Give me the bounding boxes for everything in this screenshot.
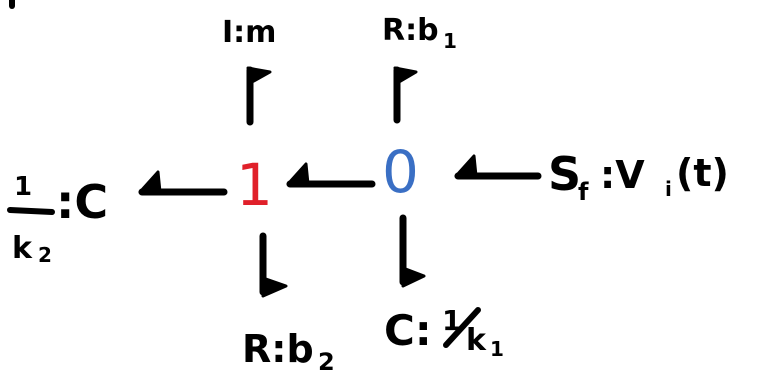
bond-zero-to-one (286, 162, 376, 188)
compliance-left-label: :C (56, 175, 108, 229)
compliance-bottom-fraction-slash (443, 307, 481, 348)
half-arrow-head (401, 266, 426, 288)
half-arrow-head (286, 162, 310, 186)
inertia-element: I:m (222, 15, 276, 50)
compliance-bottom-denominator-subscript: 1 (490, 337, 504, 361)
source-variable-subscript: i (665, 177, 672, 201)
bond-one-to-inertia (246, 66, 272, 126)
flow-source-element: S f :V i (t) (548, 147, 729, 206)
compliance-left-element: 1 k 2 :C (7, 172, 108, 267)
inertia-label: I:m (222, 15, 276, 50)
compliance-bottom-numerator: 1 (442, 304, 461, 337)
half-arrow-head (138, 170, 162, 194)
source-variable: :V (600, 153, 645, 197)
source-label: S (548, 147, 581, 201)
source-argument: (t) (676, 151, 729, 195)
compliance-left-denominator: k (12, 231, 33, 266)
compliance-left-denominator-subscript: 2 (38, 243, 52, 267)
half-arrow-head (454, 154, 478, 178)
bond-zero-to-compliance-bottom (399, 214, 426, 288)
compliance-left-numerator: 1 (14, 172, 32, 202)
compliance-bottom-element: C: 1 k 1 (384, 304, 504, 361)
damper-top-element: R:b 1 (382, 13, 457, 53)
damper-bottom-element: R:b 2 (242, 327, 335, 376)
bond-zero-to-damper-top (393, 66, 418, 124)
source-subscript: f (578, 178, 589, 206)
zero-junction: 0 (382, 138, 419, 206)
damper-bottom-label: R:b (242, 327, 314, 371)
half-arrow-head (261, 276, 288, 298)
bond-one-to-compliance-left (138, 170, 228, 196)
half-arrow-head (393, 66, 418, 84)
one-junction: 1 (236, 151, 273, 219)
compliance-bottom-denominator: k (466, 323, 487, 358)
damper-top-label: R:b (382, 13, 439, 48)
compliance-left-fraction-bar (7, 207, 55, 215)
bond-one-to-damper-bottom (259, 232, 288, 298)
compliance-bottom-label: C: (384, 306, 432, 355)
damper-bottom-subscript: 2 (318, 348, 335, 376)
bond-source-to-zero (454, 154, 542, 180)
damper-top-subscript: 1 (443, 29, 457, 53)
half-arrow-head (246, 66, 272, 84)
